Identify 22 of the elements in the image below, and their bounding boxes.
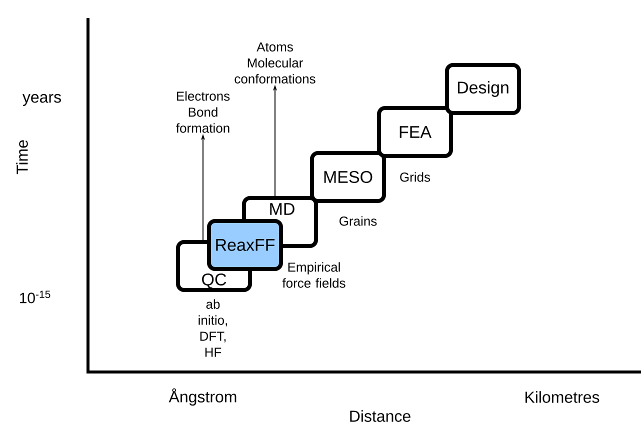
axis-label: Time	[16, 140, 28, 174]
axis-label: years	[22, 94, 61, 106]
box	[445, 63, 521, 115]
box-label: MESO	[324, 170, 372, 184]
box	[377, 106, 453, 158]
box-label: QC	[202, 273, 226, 289]
box-label: MD	[270, 203, 294, 215]
text-label: Electrons Bond formation	[176, 91, 230, 133]
axis-label: Distance	[350, 410, 410, 422]
axis-label: 10$^{-15}$	[20, 290, 50, 304]
box-label: Design	[458, 81, 508, 97]
annotation: Empirical force fields	[282, 262, 346, 288]
text-label: Atoms Molecular conformations	[234, 42, 316, 84]
box	[310, 151, 386, 203]
box	[207, 219, 283, 271]
axis-label: Ångstrom	[168, 388, 236, 406]
annotation: Grids	[400, 172, 430, 182]
annotation: Grains	[340, 216, 377, 226]
annotation: ab initio, DFT, HF	[198, 299, 227, 357]
axis-label: Kilometres	[526, 391, 600, 403]
box-label: ReaxFF	[216, 239, 275, 251]
box-label: FEA	[400, 126, 432, 138]
